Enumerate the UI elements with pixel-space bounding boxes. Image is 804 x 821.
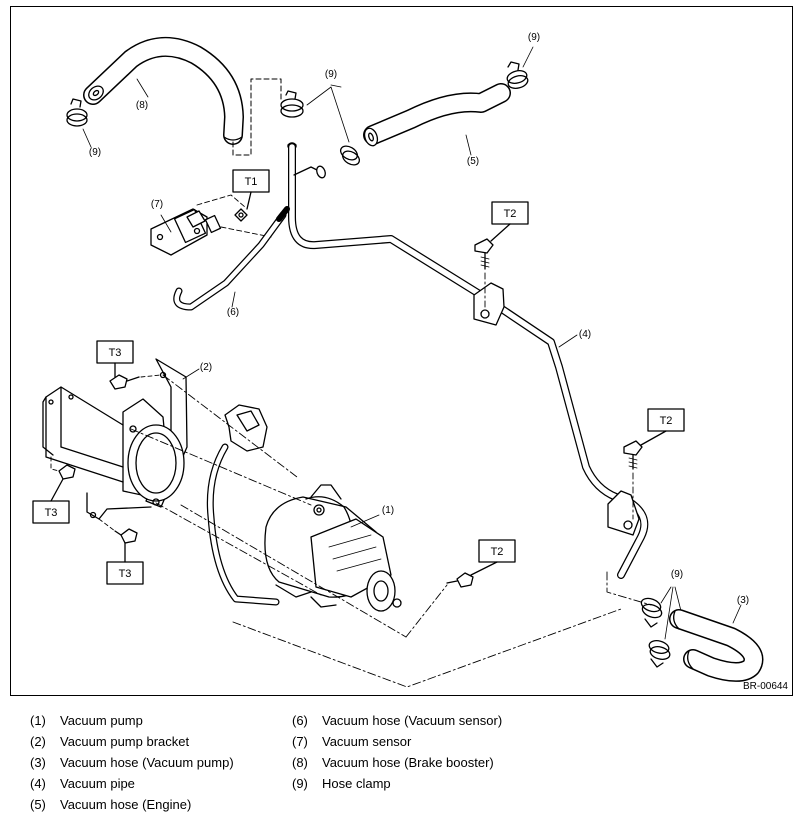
bolt-t3-top (109, 374, 140, 390)
legend-text: Vacuum pipe (60, 776, 135, 791)
legend-number: (5) (30, 797, 46, 812)
bolt-t2-right (623, 440, 643, 470)
legend-item: (2) Vacuum pump bracket (30, 733, 234, 754)
legend-text: Vacuum hose (Vacuum sensor) (322, 713, 503, 728)
callout-9-lower: (9) (671, 569, 683, 580)
parts-legend: (1) Vacuum pump (2) Vacuum pump bracket (3… (30, 712, 770, 816)
legend-number: (9) (292, 776, 308, 791)
callout-3: (3) (737, 595, 749, 606)
legend-item: (9) Hose clamp (292, 775, 502, 796)
hose-clamp-top-right (506, 61, 529, 89)
legend-item: (7) Vacuum sensor (292, 733, 502, 754)
label-t2-right: T2 (660, 415, 673, 427)
label-t2-pump: T2 (491, 546, 504, 558)
vacuum-hose-sensor (173, 206, 290, 311)
label-t3-bottom: T3 (119, 568, 132, 580)
vacuum-pump (264, 484, 402, 612)
bolt-t3-left (58, 464, 76, 480)
figure-id: BR-00644 (742, 681, 788, 692)
hose-clamp-lower-b (648, 640, 671, 668)
legend-text: Vacuum hose (Brake booster) (322, 755, 494, 770)
legend-number: (7) (292, 734, 308, 749)
callout-8: (8) (136, 100, 148, 111)
label-t3-top: T3 (109, 347, 122, 359)
callout-5: (5) (467, 156, 479, 167)
label-t2-upper: T2 (504, 208, 517, 220)
callout-9-center: (9) (325, 69, 337, 80)
vacuum-hose-brake-booster (83, 36, 244, 145)
vacuum-hose-pump (669, 609, 764, 682)
bolt-t2-pump (446, 572, 474, 588)
hose-clamp-mid (339, 145, 361, 166)
legend-column-2: (6) Vacuum hose (Vacuum sensor) (7) Vacuum… (292, 712, 502, 796)
vacuum-sensor (150, 208, 222, 256)
callout-9-left: (9) (89, 147, 101, 158)
diagram-canvas: T1 T2 T3 T2 T3 T2 T3 (8) (9) (9) (9) (5)… (32, 32, 764, 688)
legend-text: Vacuum pump (60, 713, 143, 728)
legend-item: (3) Vacuum hose (Vacuum pump) (30, 754, 234, 775)
hose-clamp-left (66, 98, 88, 127)
legend-number: (8) (292, 755, 308, 770)
callout-4: (4) (579, 329, 591, 340)
legend-number: (2) (30, 734, 46, 749)
label-t3-left: T3 (45, 507, 58, 519)
bolt-t2-upper (474, 238, 494, 270)
legend-column-1: (1) Vacuum pump (2) Vacuum pump bracket (3… (30, 712, 234, 817)
vacuum-hose-engine (363, 83, 511, 147)
legend-item: (5) Vacuum hose (Engine) (30, 796, 234, 817)
legend-number: (3) (30, 755, 46, 770)
bolt-t3-bottom (114, 528, 138, 544)
exploded-diagram: T1 T2 T3 T2 T3 T2 T3 (8) (9) (9) (9) (5)… (10, 6, 793, 696)
legend-number: (6) (292, 713, 308, 728)
legend-item: (8) Vacuum hose (Brake booster) (292, 754, 502, 775)
callout-6: (6) (227, 307, 239, 318)
legend-text: Vacuum hose (Engine) (60, 797, 192, 812)
legend-item: (1) Vacuum pump (30, 712, 234, 733)
legend-text: Vacuum sensor (322, 734, 412, 749)
vacuum-pump-bracket (42, 358, 188, 520)
legend-text: Vacuum pump bracket (60, 734, 190, 749)
vacuum-pipe (287, 142, 649, 579)
callout-1: (1) (382, 505, 394, 516)
legend-number: (4) (30, 776, 46, 791)
legend-item: (6) Vacuum hose (Vacuum sensor) (292, 712, 502, 733)
callout-2: (2) (200, 362, 212, 373)
legend-item: (4) Vacuum pipe (30, 775, 234, 796)
label-t1: T1 (245, 176, 258, 188)
hose-clamp-junction (280, 90, 304, 118)
legend-number: (1) (30, 713, 46, 728)
callout-9-top-right: (9) (528, 32, 540, 43)
pump-harness (206, 404, 280, 606)
legend-text: Vacuum hose (Vacuum pump) (60, 755, 234, 770)
hose-clamp-lower-a (640, 597, 663, 628)
callout-7: (7) (151, 199, 163, 210)
legend-text: Hose clamp (322, 776, 391, 791)
